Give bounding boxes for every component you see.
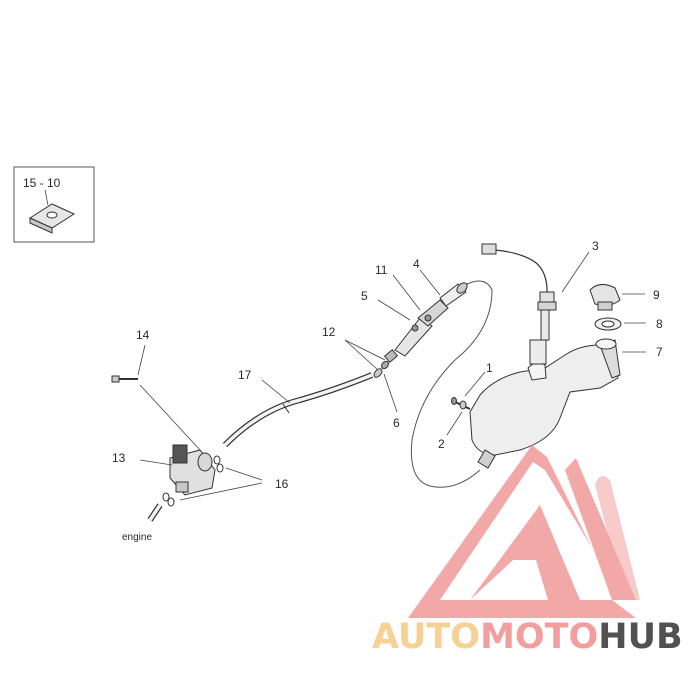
watermark: AUTOMOTOHUB [372,445,683,657]
slave-cylinder [169,444,216,496]
reservoir-tank [469,338,621,469]
screw-and-washer [451,397,471,410]
cap-gasket [594,317,622,331]
bolt [111,375,138,383]
callout-12: 12 [322,325,336,339]
inset-detail: 15 - 10 [13,166,95,243]
watermark-text: AUTOMOTOHUB [372,617,683,657]
watermark-auto: AUTO [372,617,480,657]
level-sensor [481,243,557,365]
callout-6: 6 [393,416,400,430]
sealing-washers [162,455,224,507]
callout-17: 17 [238,368,252,382]
callout-7: 7 [656,345,663,359]
callout-16: 16 [275,477,289,491]
callout-2: 2 [438,437,445,451]
watermark-hub: HUB [598,617,682,657]
callout-4: 4 [413,257,420,271]
callout-14: 14 [136,328,150,342]
return-hose [410,280,493,488]
callout-11: 11 [375,263,388,277]
master-cylinder [383,282,468,363]
callout-1: 1 [486,361,493,375]
callout-3: 3 [592,239,599,253]
reservoir-cap [589,284,621,311]
callout-9: 9 [653,288,660,302]
callout-8: 8 [656,317,663,331]
clip-nut-part [28,203,76,234]
engine-hose [147,503,163,522]
main-hose [222,372,374,448]
leader-lines [137,251,646,501]
engine-label: engine [122,532,152,543]
watermark-moto: MOTO [480,617,598,657]
callout-5: 5 [361,289,368,303]
fittings [373,360,389,378]
callout-13: 13 [112,451,126,465]
inset-label: 15 - 10 [23,176,61,190]
watermark-logo-icon [408,445,640,618]
callout-labels: 1 2 3 4 5 6 7 8 9 11 12 13 14 16 17 engi… [112,239,663,543]
